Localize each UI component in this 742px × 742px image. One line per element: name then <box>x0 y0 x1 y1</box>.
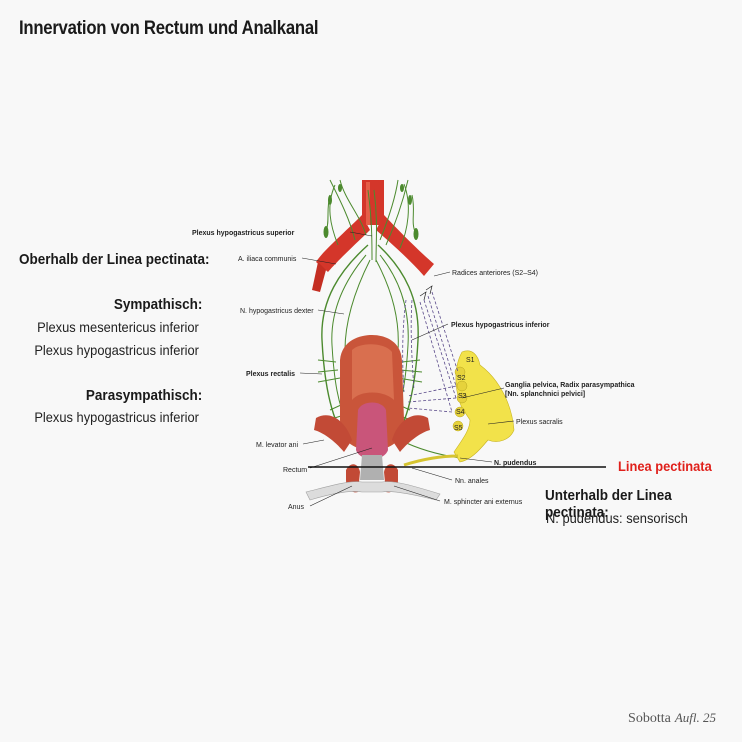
leader-lines <box>299 231 515 507</box>
levator-ani-right <box>392 415 430 452</box>
rectum-muscle-highlight <box>352 344 394 400</box>
left-common-iliac-artery <box>316 215 370 272</box>
below-linea-text: N. pudendus: sensorisch <box>546 510 688 526</box>
label-anus: Anus <box>288 504 304 511</box>
above-linea-heading: Oberhalb der Linea pectinata: <box>19 251 210 268</box>
label-plexus-sacralis: Plexus sacralis <box>516 419 563 426</box>
iliac-branch-left <box>312 262 326 292</box>
label-rectum: Rectum <box>283 467 307 474</box>
perineum-skin <box>305 481 441 501</box>
sacral-plexus <box>403 350 515 467</box>
sacral-plexus-shape <box>453 350 515 463</box>
label-s5: S5 <box>454 425 463 432</box>
label-plexus-hypogastricus-inferior: Plexus hypogastricus inferior <box>451 322 550 329</box>
rectum-mucosa <box>356 402 388 459</box>
nerve-leaves <box>323 184 419 240</box>
label-a-iliaca-communis: A. iliaca communis <box>238 256 297 263</box>
parasympathetic-heading: Parasympathisch: <box>85 387 202 404</box>
parasympathetic-item-1: Plexus hypogastricus inferior <box>34 409 199 425</box>
label-s1: S1 <box>466 357 475 364</box>
label-ganglia-pelvica: Ganglia pelvica, Radix parasympathica <box>505 382 635 389</box>
radices-arrowheads <box>419 285 433 301</box>
right-common-iliac-artery <box>376 215 434 276</box>
footer-brand: Sobotta <box>628 711 671 726</box>
sympathetic-item-1: Plexus mesentericus inferior <box>37 319 199 335</box>
aorta <box>362 180 384 225</box>
label-n-hypogastricus-dexter: N. hypogastricus dexter <box>240 308 314 315</box>
label-plexus-rectalis: Plexus rectalis <box>246 371 295 378</box>
below-linea-heading: Unterhalb der Linea pectinata: <box>545 487 672 521</box>
label-plexus-hypogastricus-superior: Plexus hypogastricus superior <box>192 230 295 237</box>
label-s4: S4 <box>456 409 465 416</box>
label-s2: S2 <box>457 375 466 382</box>
pelvic-splanchnic-nerves <box>402 291 459 413</box>
artery-shading <box>366 182 370 225</box>
label-m-levator-ani: M. levator ani <box>256 442 298 449</box>
levator-ani-left <box>314 415 352 452</box>
label-nn-splanchnici-pelvici: [Nn. splanchnici pelvici] <box>505 391 585 398</box>
artery-group <box>312 180 434 292</box>
label-n-pudendus: N. pudendus <box>494 460 536 467</box>
label-s3: S3 <box>458 393 467 400</box>
label-m-sphincter-ani-externus: M. sphincter ani externus <box>444 499 523 506</box>
linea-pectinata-label: Linea pectinata <box>618 458 712 474</box>
label-radices-anteriores: Radices anteriores (S2–S4) <box>452 270 538 277</box>
label-nn-anales: Nn. anales <box>455 478 489 485</box>
sympathetic-item-2: Plexus hypogastricus inferior <box>34 342 199 358</box>
sympathetic-heading: Sympathisch: <box>113 296 202 313</box>
page-title: Innervation von Rectum und Analkanal <box>19 18 319 39</box>
footer-edition: Aufl. 25 <box>674 710 716 725</box>
